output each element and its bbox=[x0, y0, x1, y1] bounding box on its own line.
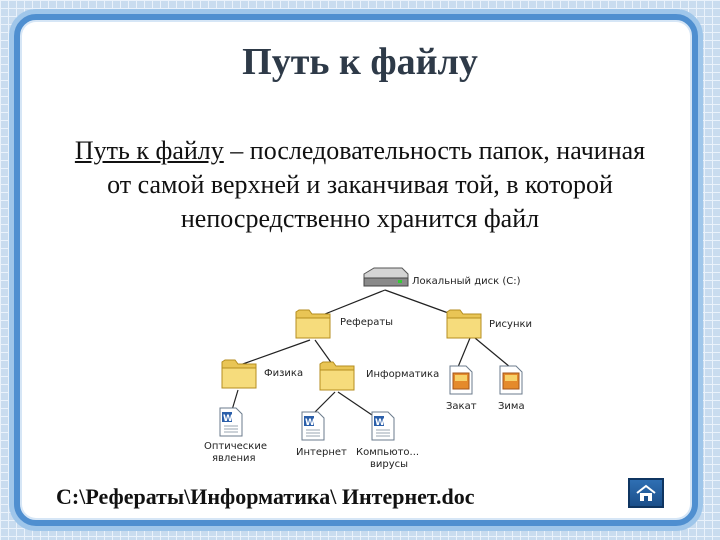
home-icon bbox=[636, 484, 656, 501]
file-label-viruses-2: вирусы bbox=[370, 459, 408, 470]
file-label-zima: Зима bbox=[498, 401, 525, 412]
home-button[interactable] bbox=[628, 478, 664, 508]
folder-icon bbox=[319, 361, 355, 391]
word-document-icon bbox=[371, 411, 395, 441]
file-label-optics-2: явления bbox=[212, 453, 256, 464]
word-document-icon bbox=[219, 407, 243, 437]
file-label-optics-1: Оптические bbox=[204, 441, 267, 452]
folder-icon bbox=[295, 309, 331, 339]
file-label-viruses-1: Компьюто... bbox=[356, 447, 419, 458]
folder-label-referaty: Рефераты bbox=[340, 317, 393, 328]
file-path-example: C:\Рефераты\Информатика\ Интернет.doc bbox=[56, 484, 475, 509]
slide-frame bbox=[14, 14, 698, 526]
image-file-icon bbox=[499, 365, 523, 395]
folder-icon bbox=[221, 359, 257, 389]
hard-disk-icon bbox=[363, 267, 409, 287]
image-file-icon bbox=[449, 365, 473, 395]
folder-label-fizika: Физика bbox=[264, 368, 303, 379]
word-document-icon bbox=[301, 411, 325, 441]
definition-body: – последовательность папок, начиная от с… bbox=[107, 136, 646, 233]
definition-text: Путь к файлу – последовательность папок,… bbox=[60, 134, 660, 236]
tree-connectors bbox=[231, 289, 511, 416]
folder-icon bbox=[446, 309, 482, 339]
folder-label-informatika: Информатика bbox=[366, 369, 439, 380]
disk-label: Локальный диск (C:) bbox=[412, 276, 521, 287]
folder-label-risunki: Рисунки bbox=[489, 319, 532, 330]
slide-title: Путь к файлу bbox=[242, 41, 478, 83]
file-label-internet: Интернет bbox=[296, 447, 347, 458]
definition-term: Путь к файлу bbox=[74, 136, 224, 165]
file-label-zakat: Закат bbox=[446, 401, 477, 412]
